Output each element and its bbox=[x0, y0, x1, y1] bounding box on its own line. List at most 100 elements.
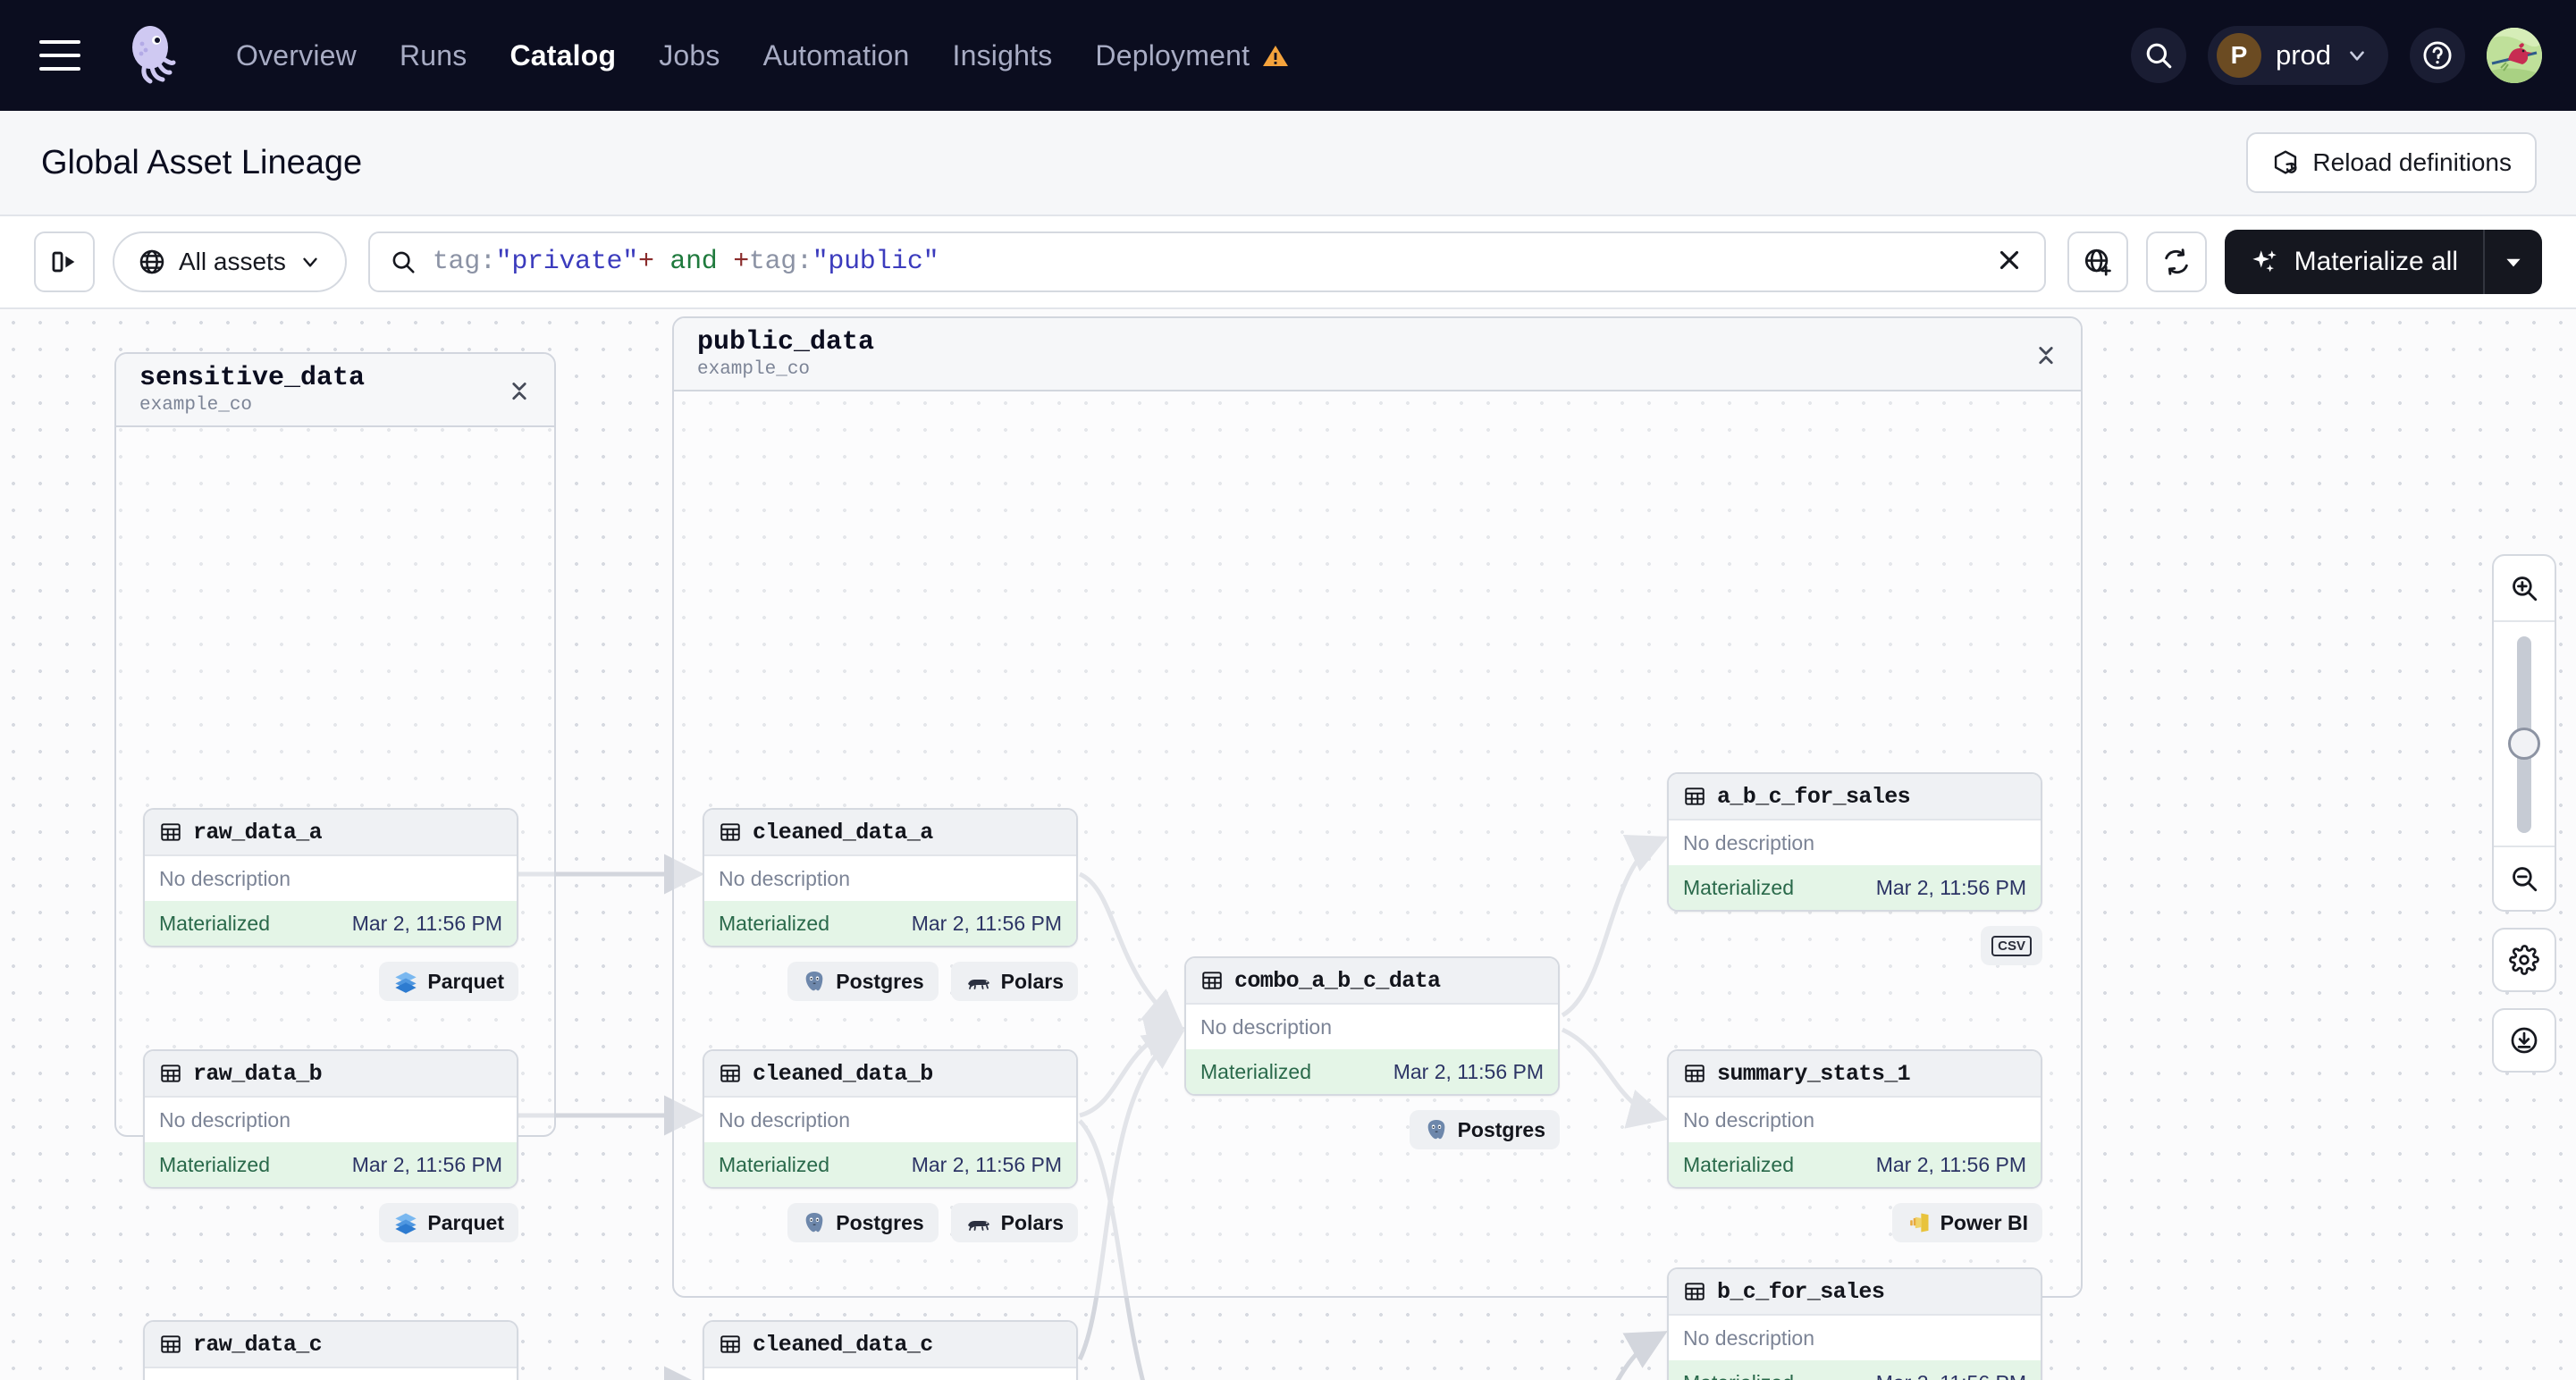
asset-tag-csv[interactable]: CSV bbox=[1981, 926, 2042, 965]
asset-status-label: Materialized bbox=[1200, 1059, 1311, 1083]
primary-nav-links: Overview Runs Catalog Jobs Automation In… bbox=[236, 39, 1289, 72]
nav-link-deployment-label: Deployment bbox=[1095, 38, 1250, 72]
asset-tag-postgres[interactable]: Postgres bbox=[787, 962, 939, 1001]
nav-link-jobs[interactable]: Jobs bbox=[659, 38, 720, 72]
reload-definitions-button[interactable]: Reload definitions bbox=[2246, 132, 2537, 193]
nav-link-overview[interactable]: Overview bbox=[236, 38, 357, 72]
search-query-text: tag:"private"+ and +tag:"public" bbox=[432, 247, 939, 277]
table-icon bbox=[161, 1335, 181, 1353]
asset-node-description: No description bbox=[145, 1368, 517, 1380]
asset-tag-row: Postgres Polars bbox=[703, 1203, 1078, 1242]
asset-status-timestamp: Mar 2, 11:56 PM bbox=[351, 911, 502, 935]
collapse-group-icon[interactable] bbox=[2034, 341, 2058, 373]
asset-node-description: No description bbox=[719, 866, 851, 890]
search-input[interactable]: tag:"private"+ and +tag:"public" bbox=[367, 231, 2046, 292]
dagster-logo[interactable] bbox=[120, 22, 186, 88]
reload-cube-icon bbox=[2275, 150, 2297, 174]
asset-status-label: Materialized bbox=[719, 911, 829, 935]
asset-tag-row: Postgres Polars bbox=[703, 962, 1078, 1001]
csv-icon: CSV bbox=[1991, 935, 2032, 956]
zoom-slider-handle[interactable] bbox=[2508, 728, 2540, 760]
zoom-slider-group bbox=[2492, 554, 2556, 912]
download-graph-icon[interactable] bbox=[2492, 1008, 2556, 1073]
polars-icon bbox=[967, 1221, 989, 1231]
asset-node-header: raw_data_b bbox=[145, 1051, 517, 1098]
asset-tag-label: Parquet bbox=[427, 1210, 504, 1234]
clear-search-icon[interactable] bbox=[1994, 245, 2025, 280]
materialize-options-caret[interactable] bbox=[2483, 230, 2542, 294]
asset-tag-postgres[interactable]: Postgres bbox=[787, 1203, 939, 1242]
collapse-group-icon[interactable] bbox=[508, 377, 531, 408]
nav-link-automation[interactable]: Automation bbox=[762, 38, 910, 72]
asset-node-header: b_c_for_sales bbox=[1669, 1269, 2041, 1316]
search-icon[interactable] bbox=[2130, 28, 2186, 83]
asset-tag-postgres[interactable]: Postgres bbox=[1409, 1110, 1560, 1149]
asset-tag-row: Parquet bbox=[143, 962, 518, 1001]
hamburger-menu-icon[interactable] bbox=[39, 40, 80, 71]
asset-tag-polars[interactable]: Polars bbox=[950, 962, 1078, 1001]
asset-node-name: cleaned_data_b bbox=[753, 1060, 933, 1087]
zoom-slider[interactable] bbox=[2494, 620, 2555, 846]
parquet-icon bbox=[395, 1213, 417, 1234]
asset-tag-parquet[interactable]: Parquet bbox=[379, 962, 518, 1001]
sparkle-icon bbox=[2252, 250, 2277, 273]
asset-group-code-location: example_co bbox=[139, 394, 253, 416]
table-icon bbox=[720, 1335, 740, 1353]
asset-tag-label: Postgres bbox=[836, 969, 924, 993]
chevron-down-icon bbox=[303, 257, 317, 267]
user-avatar[interactable] bbox=[2487, 28, 2542, 83]
asset-node-header: combo_a_b_c_data bbox=[1186, 958, 1558, 1005]
table-icon bbox=[720, 823, 740, 841]
nav-link-catalog[interactable]: Catalog bbox=[509, 38, 617, 72]
globe-add-icon[interactable] bbox=[2067, 231, 2128, 292]
all-assets-filter[interactable]: All assets bbox=[113, 231, 347, 292]
table-icon bbox=[1685, 1064, 1705, 1082]
asset-node-header: cleaned_data_c bbox=[704, 1322, 1076, 1368]
asset-node-description: No description bbox=[159, 1107, 291, 1132]
asset-status-timestamp: Mar 2, 11:56 PM bbox=[1876, 1371, 2026, 1380]
materialize-all-main[interactable]: Materialize all bbox=[2225, 230, 2483, 294]
asset-node-cleaned_data_c[interactable]: cleaned_data_cNo descriptionMaterialized… bbox=[703, 1320, 1078, 1380]
postgres-icon bbox=[805, 972, 823, 991]
zoom-in-icon[interactable] bbox=[2494, 556, 2555, 620]
asset-tag-row: Postgres bbox=[1184, 1110, 1560, 1149]
deployment-selector[interactable]: P prod bbox=[2207, 26, 2388, 85]
asset-node-description: No description bbox=[1683, 1107, 1815, 1132]
asset-node-name: cleaned_data_a bbox=[753, 819, 933, 846]
nav-link-insights[interactable]: Insights bbox=[952, 38, 1053, 72]
asset-tag-parquet[interactable]: Parquet bbox=[379, 1203, 518, 1242]
globe-icon bbox=[139, 249, 164, 274]
asset-status-label: Materialized bbox=[719, 1152, 829, 1176]
toggle-sidebar-icon[interactable] bbox=[34, 231, 95, 292]
asset-node-header: raw_data_a bbox=[145, 810, 517, 856]
zoom-out-icon[interactable] bbox=[2494, 846, 2555, 910]
materialize-all-button[interactable]: Materialize all bbox=[2224, 230, 2542, 294]
refresh-icon[interactable] bbox=[2145, 231, 2207, 292]
nav-link-runs[interactable]: Runs bbox=[399, 38, 467, 72]
nav-link-deployment[interactable]: Deployment bbox=[1095, 39, 1289, 72]
help-icon[interactable] bbox=[2410, 28, 2465, 83]
asset-tag-label: Postgres bbox=[1457, 1117, 1545, 1141]
graph-settings-icon[interactable] bbox=[2492, 928, 2556, 992]
asset-node-raw_data_c[interactable]: raw_data_cNo descriptionMaterializedMar … bbox=[143, 1320, 518, 1380]
asset-node-name: summary_stats_1 bbox=[1717, 1060, 1911, 1087]
asset-tag-label: Polars bbox=[1000, 969, 1064, 993]
asset-node-name: cleaned_data_c bbox=[753, 1331, 933, 1358]
table-icon bbox=[720, 1064, 740, 1082]
asset-tag-polars[interactable]: Polars bbox=[950, 1203, 1078, 1242]
top-navigation-bar: Overview Runs Catalog Jobs Automation In… bbox=[0, 0, 2576, 111]
asset-tag-power-bi[interactable]: Power BI bbox=[1891, 1203, 2042, 1242]
